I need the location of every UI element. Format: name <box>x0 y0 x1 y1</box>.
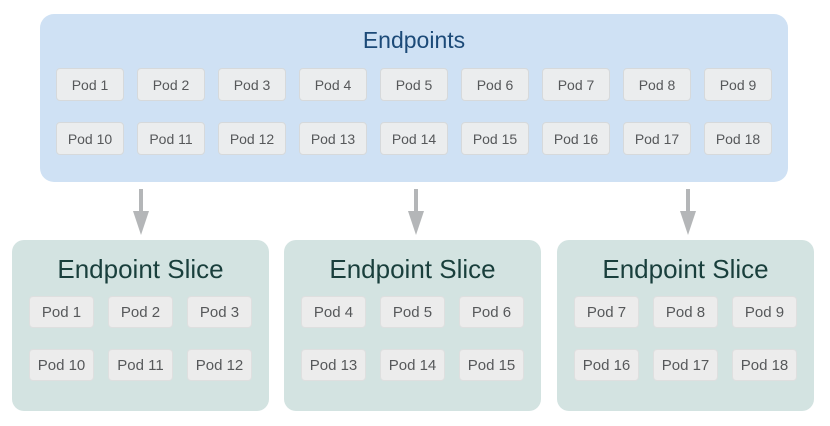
pod: Pod 5 <box>380 68 448 101</box>
down-arrow-icon <box>408 189 424 235</box>
down-arrow-icon <box>133 189 149 235</box>
pod: Pod 11 <box>137 122 205 155</box>
pod: Pod 18 <box>732 349 797 381</box>
pod: Pod 5 <box>380 296 445 328</box>
endpoints-title: Endpoints <box>362 27 466 53</box>
pod: Pod 3 <box>187 296 252 328</box>
pod: Pod 8 <box>623 68 691 101</box>
pod: Pod 18 <box>704 122 772 155</box>
pod: Pod 12 <box>218 122 286 155</box>
slice-2-pod-row-2: Pod 13 Pod 14 Pod 15 <box>284 349 541 381</box>
slice-3-pod-row-1: Pod 7 Pod 8 Pod 9 <box>557 296 814 328</box>
pod: Pod 12 <box>187 349 252 381</box>
pod: Pod 3 <box>218 68 286 101</box>
slice-1-pod-row-2: Pod 10 Pod 11 Pod 12 <box>12 349 269 381</box>
pod: Pod 4 <box>299 68 367 101</box>
pod: Pod 10 <box>56 122 124 155</box>
pod: Pod 1 <box>29 296 94 328</box>
pod: Pod 1 <box>56 68 124 101</box>
endpoint-slice-title: Endpoint Slice <box>329 254 496 284</box>
pod: Pod 2 <box>108 296 173 328</box>
pod: Pod 9 <box>732 296 797 328</box>
endpoint-slice-title: Endpoint Slice <box>602 254 769 284</box>
pod: Pod 6 <box>459 296 524 328</box>
slice-2-pod-row-1: Pod 4 Pod 5 Pod 6 <box>284 296 541 328</box>
slice-3-pod-row-2: Pod 16 Pod 17 Pod 18 <box>557 349 814 381</box>
pod: Pod 14 <box>380 122 448 155</box>
endpoint-slice-title: Endpoint Slice <box>57 254 224 284</box>
pod: Pod 15 <box>459 349 524 381</box>
endpoints-pod-row-1: Pod 1 Pod 2 Pod 3 Pod 4 Pod 5 Pod 6 Pod 7 Pod 8… <box>40 68 788 101</box>
pod: Pod 16 <box>574 349 639 381</box>
pod: Pod 7 <box>542 68 610 101</box>
down-arrow-icon <box>680 189 696 235</box>
endpoints-pod-row-2: Pod 10 Pod 11 Pod 12 Pod 13 Pod 14 Pod 15 Pod … <box>40 122 788 155</box>
pod: Pod 13 <box>301 349 366 381</box>
pod: Pod 16 <box>542 122 610 155</box>
pod: Pod 9 <box>704 68 772 101</box>
pod: Pod 8 <box>653 296 718 328</box>
pod: Pod 10 <box>29 349 94 381</box>
pod: Pod 15 <box>461 122 529 155</box>
pod: Pod 7 <box>574 296 639 328</box>
pod: Pod 17 <box>653 349 718 381</box>
pod: Pod 17 <box>623 122 691 155</box>
pod: Pod 11 <box>108 349 173 381</box>
pod: Pod 13 <box>299 122 367 155</box>
pod: Pod 2 <box>137 68 205 101</box>
pod: Pod 6 <box>461 68 529 101</box>
endpoints-box: Endpoints Pod 1 Pod 2 Pod 3 Pod 4 Pod 5 Pod 6… <box>40 14 788 182</box>
slice-1-pod-row-1: Pod 1 Pod 2 Pod 3 <box>12 296 269 328</box>
pod: Pod 14 <box>380 349 445 381</box>
pod: Pod 4 <box>301 296 366 328</box>
